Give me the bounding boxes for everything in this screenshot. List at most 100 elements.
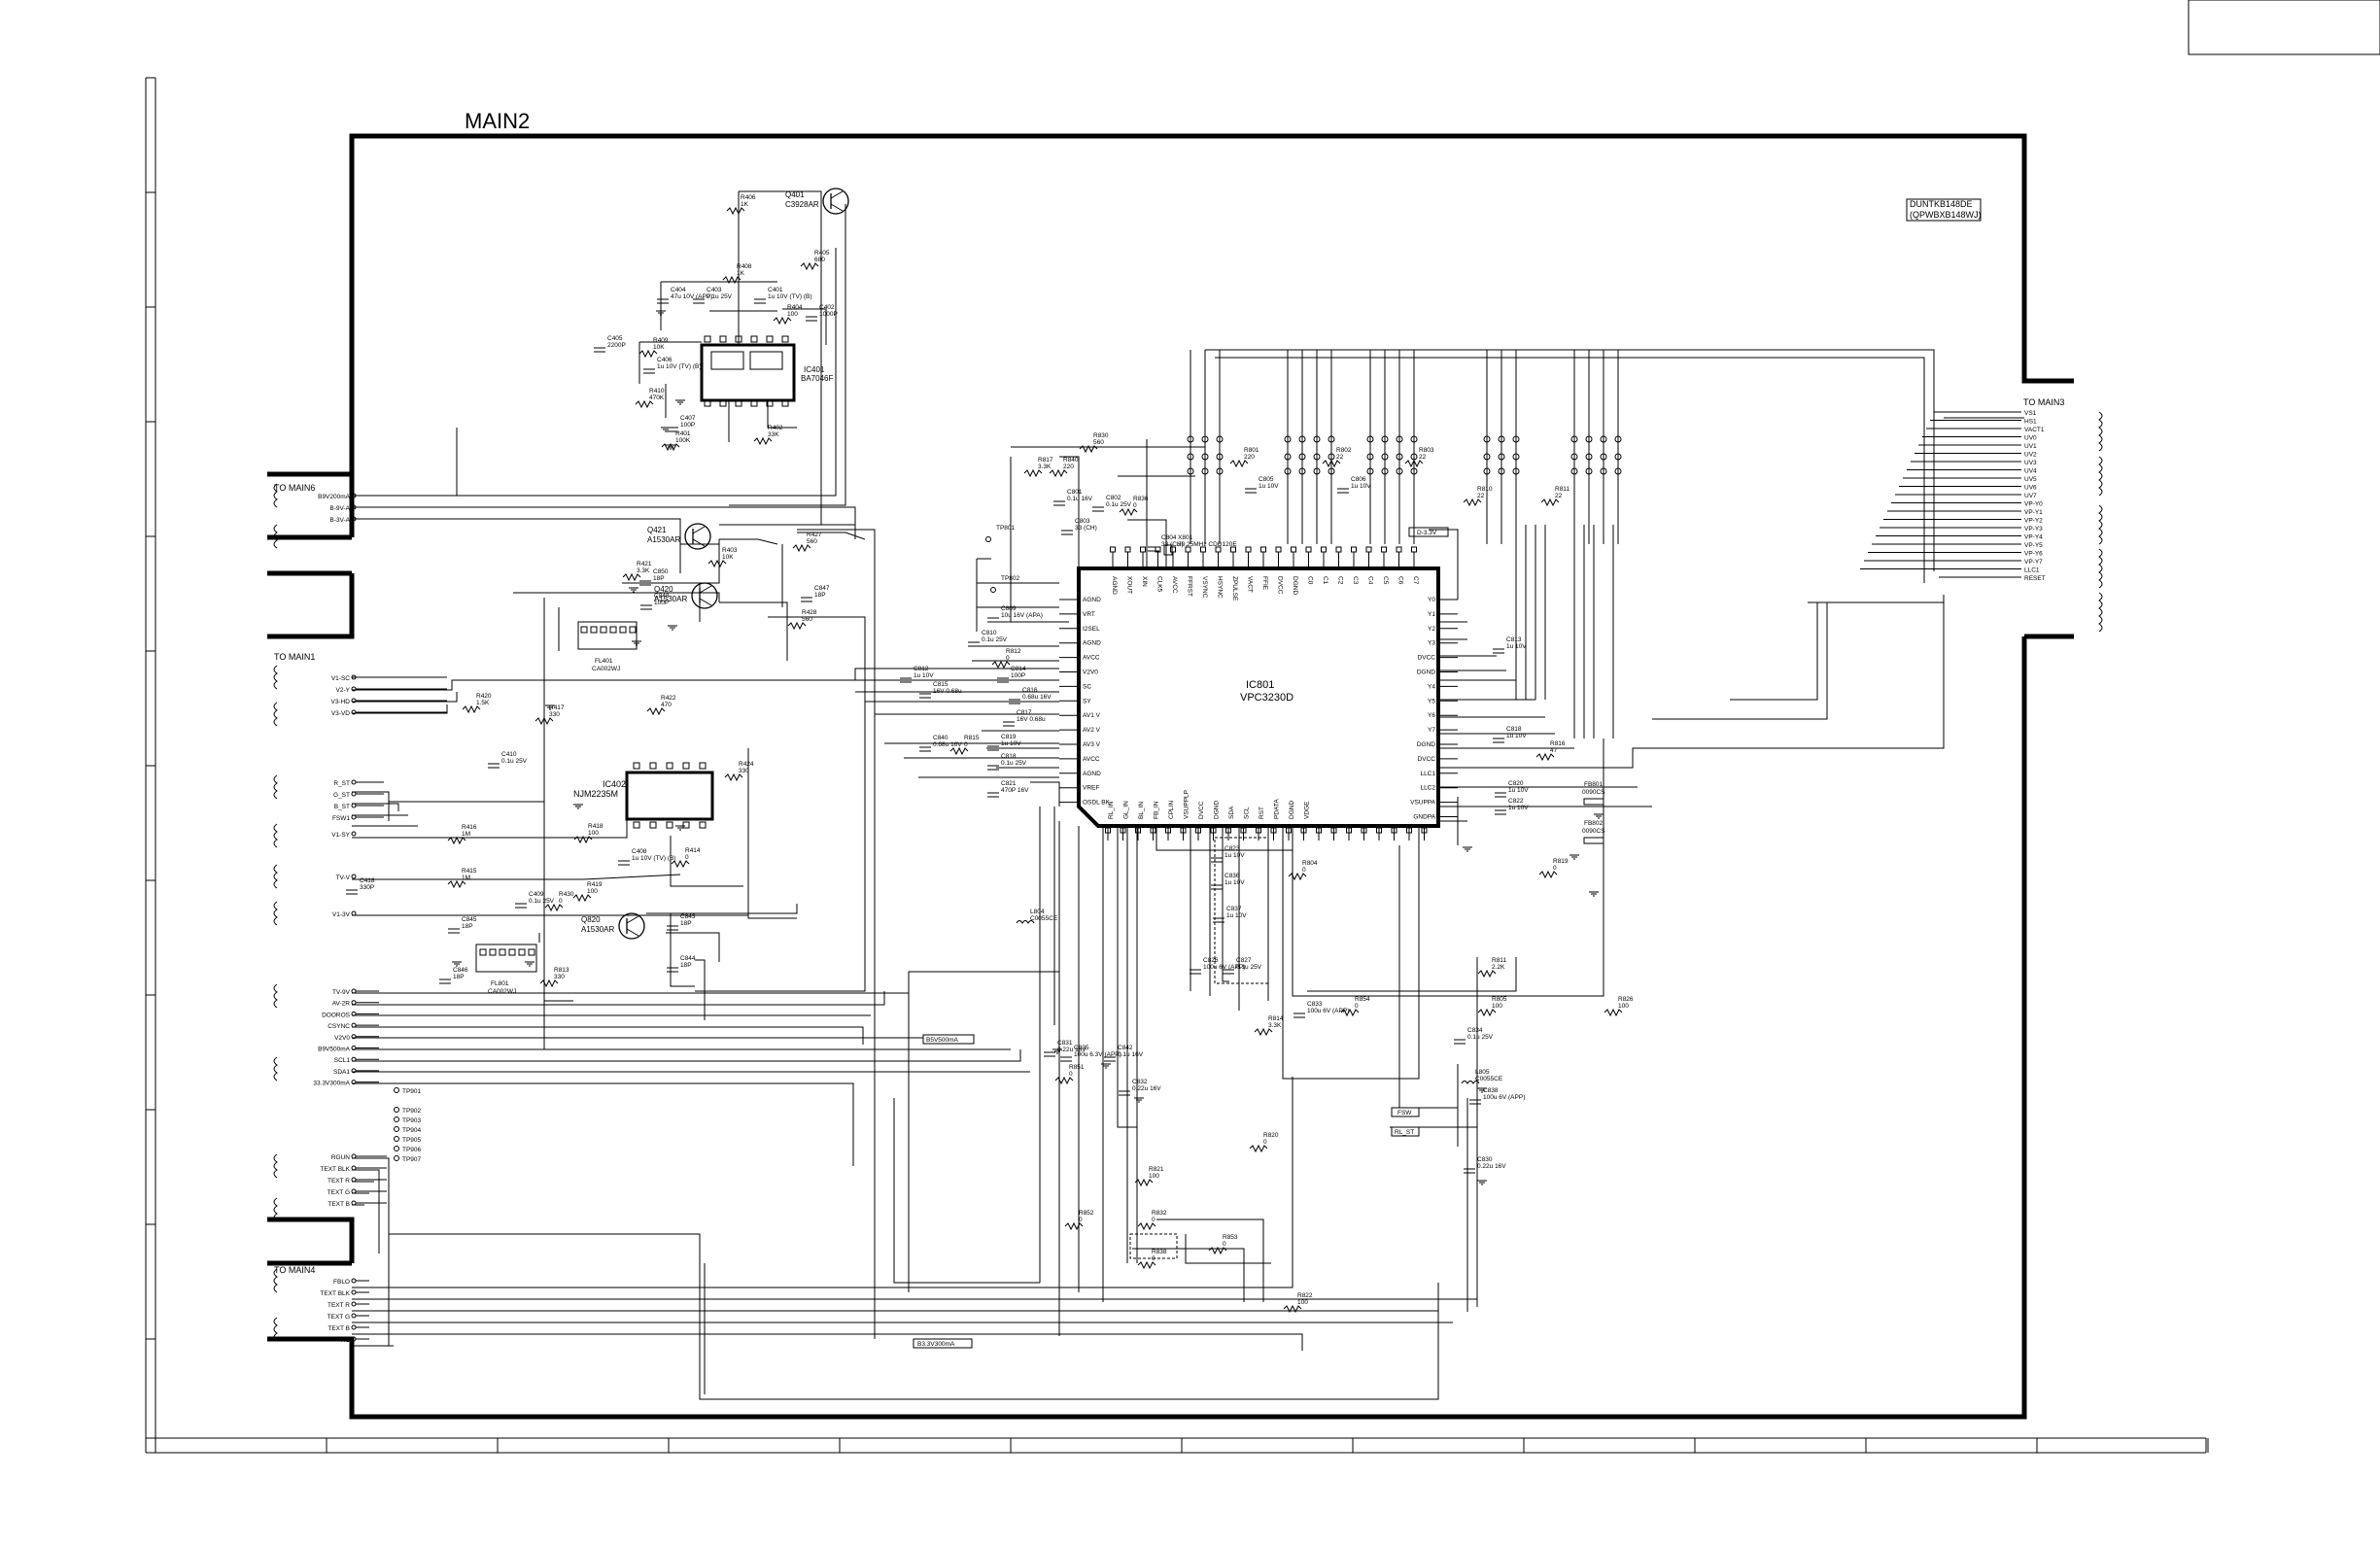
connector-pin-label: TV-V [336, 875, 351, 881]
ic-pin-pad [1170, 546, 1176, 553]
part-ref: R404 [787, 304, 803, 311]
part-value: 0.1u 25V [707, 293, 733, 300]
ferrite-bead-icon [1585, 467, 1593, 475]
connector-pin-label: VP-Y4 [2024, 534, 2043, 541]
part-value: 0.1u 25V [1001, 760, 1027, 767]
part-value: 47 [1550, 747, 1558, 754]
part-value: 2200P [607, 342, 626, 349]
ic-pin-pad [682, 821, 690, 829]
ic-pin-pad [719, 399, 727, 407]
ferrite-bead-icon [1498, 435, 1505, 443]
part-value: 1u 10V [914, 672, 934, 679]
part-value: 1.5K [476, 700, 490, 706]
transistor-emitter [692, 538, 706, 547]
ground-icon [632, 640, 641, 646]
resistor-icon [1540, 498, 1560, 507]
ferrite-bead-icon [1410, 467, 1418, 475]
part-value: 0.1u 25V [501, 758, 528, 765]
part-value: 0.68u 16V [1022, 694, 1052, 701]
filter-ref: FB801 [1584, 781, 1604, 788]
ferrite-bead-icon [1366, 453, 1374, 461]
part-value: 470P 16V [1001, 787, 1029, 794]
part-value: 10u 16V (APA) [1001, 612, 1043, 619]
resistor-icon [1134, 1178, 1154, 1187]
test-point-label: TP901 [402, 1088, 422, 1095]
ic-pin-pad [719, 335, 727, 343]
ic-pin-pad [1256, 827, 1261, 834]
part-value: 0 [1069, 1071, 1073, 1078]
ferrite-bead-icon [1313, 453, 1321, 461]
ic-pin-pad [704, 335, 711, 343]
ic-pin-pad [1275, 546, 1282, 553]
filter-part: 0090CS [1582, 789, 1605, 796]
connector-pin [351, 1188, 357, 1194]
ic-pin-pad [633, 762, 640, 770]
ground-icon [675, 399, 685, 405]
resistor-icon [773, 316, 792, 326]
ic801-pin-label: ZPULSE [1231, 576, 1238, 601]
part-ref: C842 [1118, 1045, 1133, 1051]
part-ref: R408 [737, 263, 752, 270]
connector-pin-label: V1-SC [331, 675, 350, 682]
resistor-icon [800, 261, 819, 271]
part-ref: C823 [1224, 845, 1240, 852]
model-pwb: (QPWBXB148WJ) [1910, 210, 1982, 220]
part-value: 47u 10V (APP) [671, 293, 712, 300]
resistor-icon [991, 660, 1011, 670]
part-value: 100 [787, 311, 798, 318]
resistor-icon [462, 704, 481, 714]
test-point-icon [394, 1107, 399, 1113]
part-ref: C848 [654, 593, 670, 600]
part-value: 0 [1079, 1217, 1083, 1223]
ic402-ref: IC402 [603, 779, 626, 789]
part-value: 100 [1618, 1003, 1629, 1010]
ic801-pin-label: LLC2 [1420, 785, 1435, 792]
part-ref: R802 [1336, 447, 1352, 454]
connector-pin [351, 791, 357, 797]
part-ref: C814 [1011, 666, 1026, 672]
ferrite-bead-icon [1187, 453, 1194, 461]
connector-label: TO MAIN3 [2023, 397, 2064, 407]
ic-pin-pad [1330, 827, 1337, 834]
connector-pin-label: VP-Y5 [2024, 542, 2043, 549]
ic-pin-pad [666, 821, 673, 829]
connector-pin-label: B-3V-A [329, 517, 350, 524]
connector-bracket [273, 1317, 278, 1342]
part-value: 0 [1553, 865, 1557, 872]
ferrite-bead-icon [1328, 435, 1335, 443]
part-value: 1u 10V [1001, 740, 1021, 747]
ferrite-bead-icon [1483, 467, 1491, 475]
part-ref: C826 [1203, 957, 1219, 964]
ferrite-bead-icon [1396, 435, 1403, 443]
ic801-pin-label: HSYNC [1217, 576, 1224, 599]
ic801-pin-label: FFRST [1187, 576, 1193, 597]
part-ref: C801 [1067, 489, 1083, 496]
part-value: 100u 6V (APP) [1203, 964, 1245, 971]
ferrite-bead-icon [1284, 467, 1292, 475]
connector-pin-label: UV1 [2024, 443, 2037, 450]
resistor-icon [661, 442, 680, 452]
ferrite-bead-icon [1570, 453, 1578, 461]
ic-pin-pad [781, 335, 789, 343]
transistor-icon [618, 912, 645, 940]
transistor-icon [691, 582, 718, 609]
ic801-pin-label: C2 [1337, 576, 1344, 585]
part-value: 100 [587, 888, 598, 895]
part-value: 0.1u 25V [1236, 964, 1262, 971]
connector-pin-label: VP-Y1 [2024, 509, 2043, 516]
connector-pin-label: TEXT R [328, 1302, 350, 1309]
part-value: 100 [1297, 1299, 1308, 1306]
resistor-icon [792, 543, 811, 553]
resistor-icon [646, 706, 666, 716]
resistor-icon [1463, 498, 1482, 507]
ferrite-bead-icon [1614, 467, 1622, 475]
ferrite-bead-icon [1366, 467, 1374, 475]
resistor-icon [1288, 872, 1307, 881]
ic801-pin-label: DVCC [1418, 756, 1436, 763]
part-ref: L804 [1030, 909, 1045, 915]
ferrite-bead-icon [1298, 467, 1306, 475]
connector-pin [351, 1153, 357, 1159]
connector-pin-label: TEXT BLK [320, 1166, 350, 1173]
ferrite-bead-icon [1216, 435, 1224, 443]
